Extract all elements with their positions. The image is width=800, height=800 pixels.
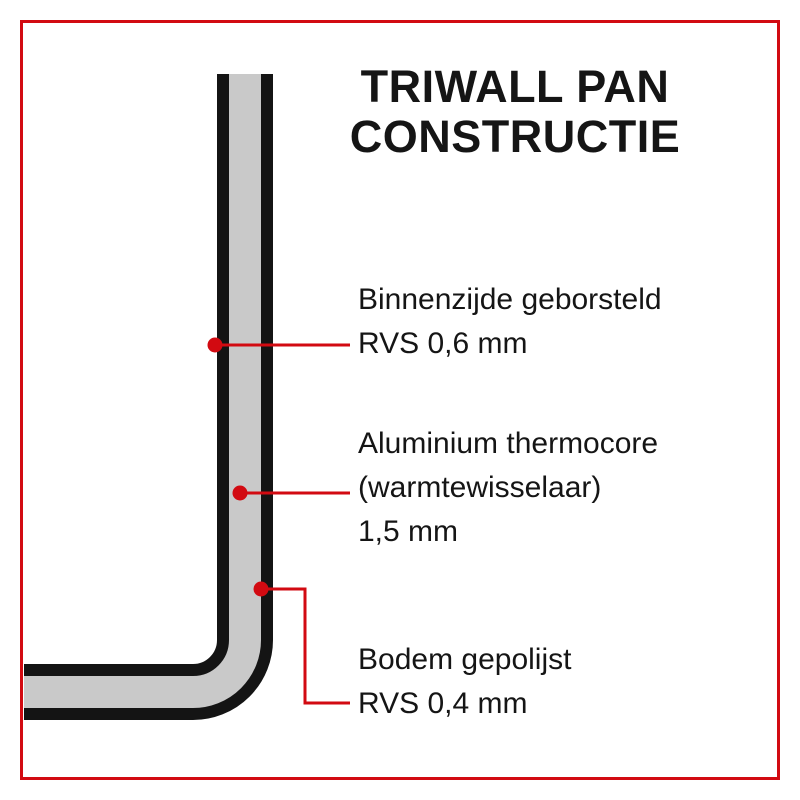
diagram-title: TRIWALL PAN CONSTRUCTIE <box>310 61 720 163</box>
label-core-line3: 1,5 mm <box>358 515 459 548</box>
pan-wall-outline-path <box>24 74 273 720</box>
callout-line-bottom <box>261 587 350 705</box>
label-bottom-line2: RVS 0,4 mm <box>358 687 528 720</box>
diagram-title-line2: CONSTRUCTIE <box>349 111 681 163</box>
label-inner-line2: RVS 0,6 mm <box>358 327 528 360</box>
callout-dot-inner <box>207 337 223 353</box>
label-core-line1: Aluminium thermocore <box>358 427 659 460</box>
callout-dot-bottom <box>253 581 269 597</box>
label-inner-layer: Binnenzijde geborsteld RVS 0,6 mm <box>358 278 662 366</box>
label-core-line2: (warmtewisselaar) <box>358 471 602 504</box>
label-inner-line1: Binnenzijde geborsteld <box>358 283 662 316</box>
label-bottom-layer: Bodem gepolijst RVS 0,4 mm <box>358 638 571 726</box>
diagram-title-line1: TRIWALL PAN <box>360 61 670 112</box>
label-bottom-line1: Bodem gepolijst <box>358 643 572 676</box>
label-core-layer: Aluminium thermocore (warmtewisselaar) 1… <box>358 422 658 554</box>
pan-core-path <box>24 74 261 708</box>
callout-dot-core <box>232 485 248 501</box>
